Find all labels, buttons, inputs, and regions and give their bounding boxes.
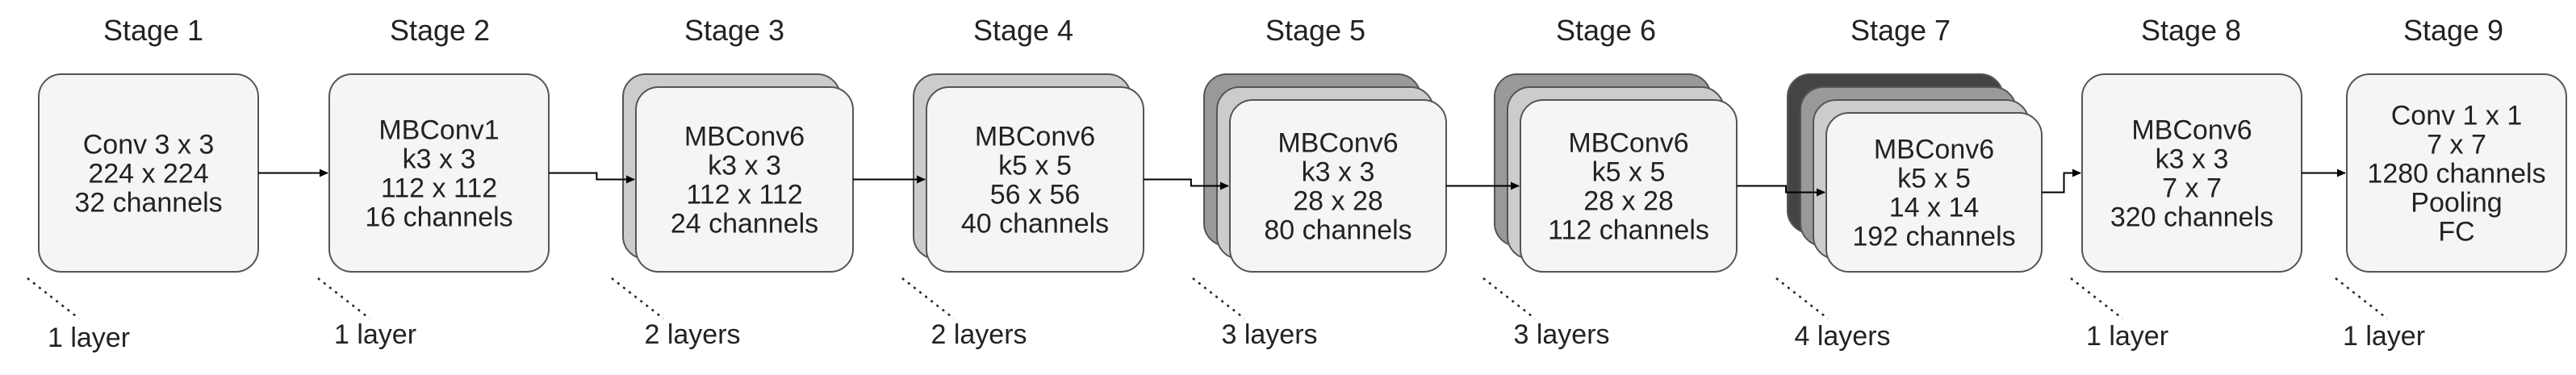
block-line: k5 x 5 (1897, 164, 1971, 194)
block-line: 24 channels (671, 209, 818, 240)
stage-title: Stage 5 (1265, 14, 1365, 47)
block-line: 14 x 14 (1889, 193, 1980, 223)
block-line: k3 x 3 (708, 151, 781, 181)
layer-count-label: 2 layers (644, 319, 740, 350)
stage-block (2346, 73, 2567, 273)
stage-title: Stage 9 (2403, 14, 2503, 47)
layer-leader-line (1192, 277, 1245, 319)
block-line: 32 channels (74, 188, 222, 219)
block-line: 320 channels (2110, 202, 2273, 233)
block-line: k5 x 5 (1592, 157, 1666, 188)
block-line: 7 x 7 (2162, 173, 2222, 204)
layer-count-label: 1 layer (2343, 321, 2425, 352)
layer-count-label: 1 layer (2086, 321, 2168, 352)
layer-leader-line (2335, 277, 2388, 319)
layer-leader-line (27, 277, 80, 319)
stage-title: Stage 4 (973, 14, 1073, 47)
stage-connector-arrow (1144, 178, 1229, 190)
block-line: k3 x 3 (403, 144, 476, 175)
layer-leader-line (2070, 277, 2123, 319)
block-line: MBConv6 (1278, 128, 1398, 159)
block-line: 112 x 112 (381, 173, 497, 204)
layer-leader-line (901, 277, 955, 319)
layer-leader-line (611, 277, 664, 319)
block-line: k5 x 5 (998, 151, 1072, 181)
block-line: 40 channels (961, 209, 1109, 240)
stage-title: Stage 7 (1850, 14, 1951, 47)
block-line: 28 x 28 (1583, 186, 1674, 217)
stage-connector-arrow (549, 172, 635, 184)
block-line: MBConv6 (1568, 128, 1688, 159)
layer-count-label: 3 layers (1513, 319, 1609, 350)
layer-count-label: 2 layers (930, 319, 1027, 350)
layer-leader-line (1775, 277, 1829, 319)
block-line: MBConv1 (378, 115, 499, 146)
block-line: 224 x 224 (88, 159, 208, 190)
block-line: 112 x 112 (686, 180, 802, 210)
stage-title: Stage 1 (103, 14, 203, 47)
block-line: 7 x 7 (2427, 130, 2486, 160)
layer-count-label: 3 layers (1221, 319, 1317, 350)
layer-count-label: 1 layer (48, 323, 130, 353)
block-line: 192 channels (1852, 222, 2015, 252)
block-line: 28 x 28 (1293, 186, 1383, 217)
block-line: MBConv6 (2131, 115, 2252, 146)
block-line: MBConv6 (684, 122, 805, 152)
block-line: 112 channels (1548, 215, 1709, 246)
block-line: Pooling (2411, 188, 2502, 219)
stage-connector-arrow (1737, 185, 1825, 197)
block-line: 1280 channels (2367, 159, 2545, 190)
block-line: k3 x 3 (1302, 157, 1375, 188)
stage-title: Stage 8 (2141, 14, 2241, 47)
layer-count-label: 4 layers (1794, 321, 1890, 352)
block-line: MBConv6 (1874, 135, 1994, 165)
block-line: MBConv6 (975, 122, 1095, 152)
block-line: k3 x 3 (2156, 144, 2229, 175)
block-line: 16 channels (365, 202, 512, 233)
layer-leader-line (317, 277, 370, 319)
stage-title: Stage 6 (1556, 14, 1656, 47)
layer-count-label: 1 layer (334, 319, 416, 350)
layer-leader-line (1482, 277, 1536, 319)
block-line: 80 channels (1264, 215, 1411, 246)
stage-connector-arrow (2042, 169, 2081, 194)
stage-title: Stage 2 (390, 14, 490, 47)
block-line: 56 x 56 (990, 180, 1081, 210)
block-line: Conv 1 x 1 (2391, 101, 2523, 131)
block-line: FC (2438, 217, 2474, 248)
block-line: Conv 3 x 3 (83, 130, 215, 160)
stage-title: Stage 3 (684, 14, 784, 47)
